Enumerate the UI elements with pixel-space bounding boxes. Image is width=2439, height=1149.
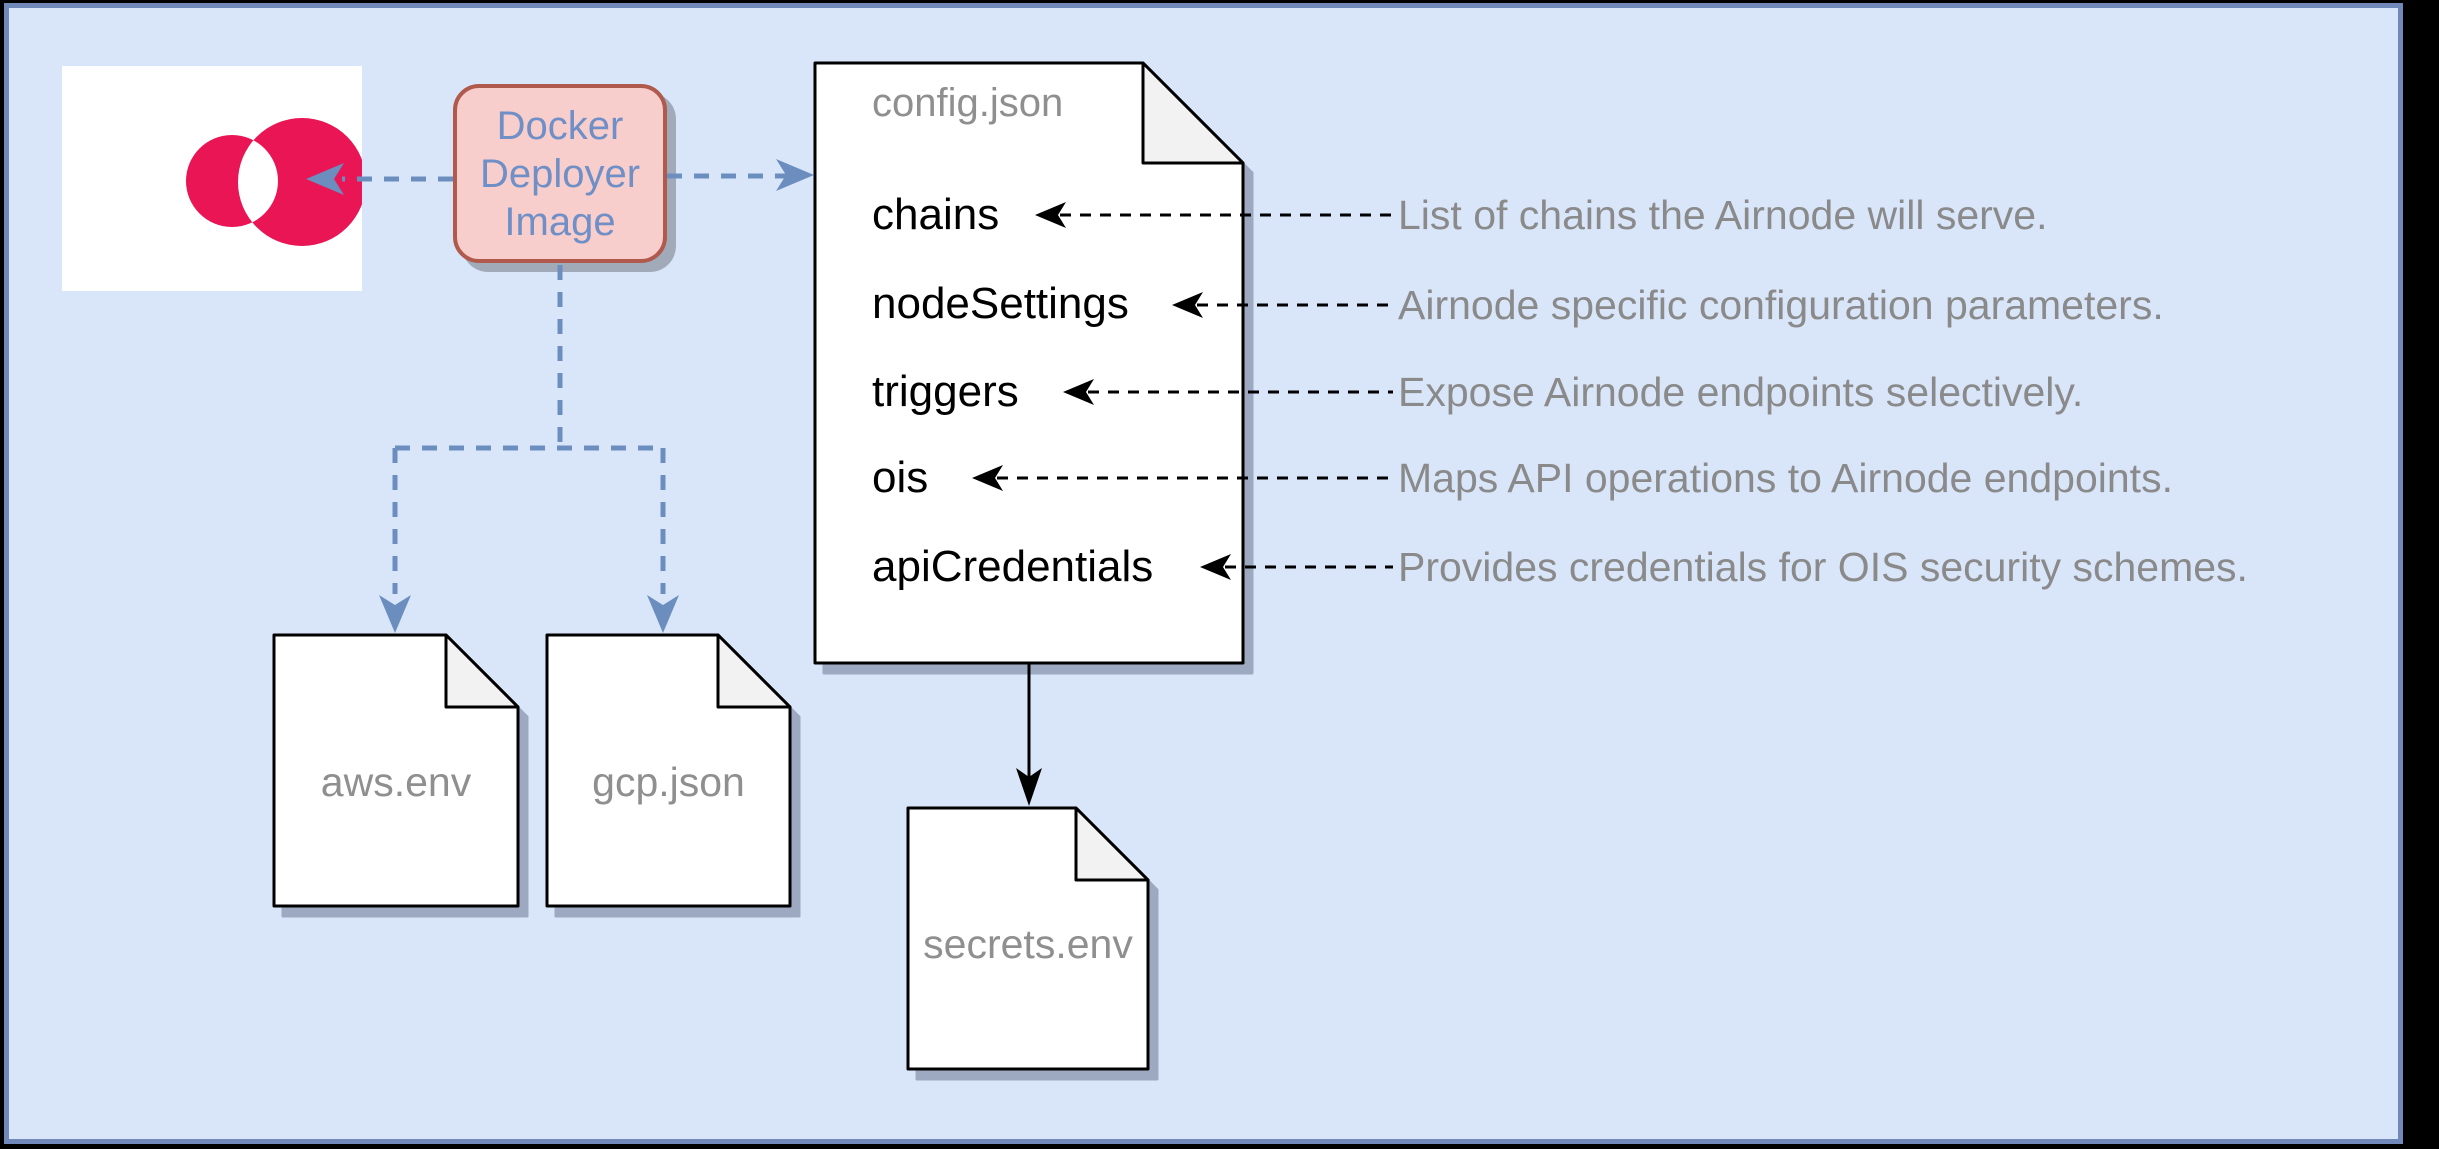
config-json-document xyxy=(813,61,1245,665)
airnode-logo-icon xyxy=(186,118,362,246)
secrets-env-label: secrets.env xyxy=(923,921,1133,967)
aws-env-fold-corner xyxy=(444,633,520,709)
connector-docker-branch xyxy=(395,265,663,451)
description-triggers: Expose Airnode endpoints selectively. xyxy=(1398,369,2084,415)
arrow-pointer-chains xyxy=(1035,202,1393,228)
arrow-branch-to-aws-env xyxy=(379,448,411,633)
config-item-triggers: triggers xyxy=(872,367,1019,416)
secrets-env-document xyxy=(906,806,1150,1071)
arrow-pointer-apicredentials xyxy=(1200,554,1393,580)
gcp-json-document xyxy=(545,633,792,908)
description-ois: Maps API operations to Airnode endpoints… xyxy=(1398,455,2173,501)
gcp-json-label: gcp.json xyxy=(592,759,745,805)
aws-env-document xyxy=(272,633,520,908)
arrow-docker-to-logo xyxy=(306,163,453,195)
config-item-chains: chains xyxy=(872,190,1000,239)
docker-deployer-image-label: Docker Deployer Image xyxy=(479,103,641,244)
config-json-title: config.json xyxy=(872,81,1064,125)
arrow-docker-to-config xyxy=(667,159,814,191)
config-item-apicredentials: apiCredentials xyxy=(872,542,1154,591)
description-apicredentials: Provides credentials for OIS security sc… xyxy=(1398,544,2248,590)
arrow-config-to-secrets xyxy=(1016,664,1042,806)
config-json-fold-corner xyxy=(1141,61,1245,165)
arrow-branch-to-gcp-json xyxy=(647,448,679,633)
config-item-ois: ois xyxy=(872,453,929,502)
docker-deployer-image-node: Docker Deployer Image xyxy=(453,84,667,263)
aws-env-label: aws.env xyxy=(320,759,472,805)
gcp-json-fold-corner xyxy=(716,633,792,709)
secrets-env-fold-corner xyxy=(1074,806,1150,882)
arrow-pointer-nodesettings xyxy=(1172,292,1393,318)
config-item-nodesettings: nodeSettings xyxy=(872,279,1129,328)
description-chains: List of chains the Airnode will serve. xyxy=(1398,192,2048,238)
arrow-pointer-ois xyxy=(972,465,1393,491)
arrow-pointer-triggers xyxy=(1063,379,1393,405)
description-nodesettings: Airnode specific configuration parameter… xyxy=(1398,282,2164,328)
